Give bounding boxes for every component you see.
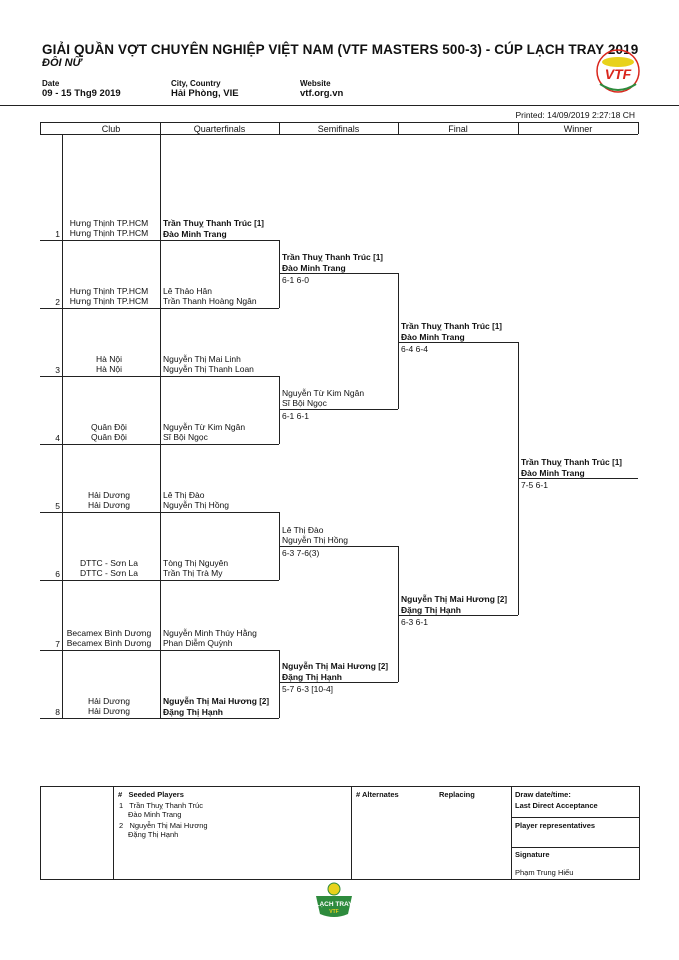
draw-number-5: 5 — [55, 501, 60, 511]
city-label: City, Country — [171, 79, 221, 88]
draw-number-8: 8 — [55, 707, 60, 717]
city-value: Hải Phòng, VIE — [171, 88, 239, 99]
column-header-quarterfinals: Quarterfinals — [193, 124, 246, 134]
draw-date-label: Draw date/time: — [515, 790, 571, 799]
date-value: 09 - 15 Thg9 2019 — [42, 88, 121, 99]
draw-number-7: 7 — [55, 639, 60, 649]
vtf-logo-ball — [602, 57, 634, 67]
sf-team-3[interactable]: Lê Thị Đào Nguyễn Thị Hồng — [282, 525, 348, 545]
logo-shield-shape — [316, 896, 352, 917]
header-bottom-border — [40, 134, 638, 135]
draw-number-6: 6 — [55, 569, 60, 579]
website-label: Website — [300, 79, 331, 88]
replacing-header: Replacing — [439, 790, 475, 799]
vtf-logo-text: VTF — [605, 66, 632, 82]
qf-team-1[interactable]: Trần Thuỵ Thanh Trúc [1]Đào Minh Trang — [163, 218, 264, 239]
vtf-logo: VTF — [596, 49, 640, 93]
website-value[interactable]: vtf.org.vn — [300, 88, 344, 99]
seeded-player-1: 1 Trần Thuỵ Thanh Trúc — [119, 801, 203, 810]
column-header-semifinals: Semifinals — [317, 124, 360, 134]
sf-team-4[interactable]: Nguyễn Thị Mai Hương [2] Đặng Thị Hạnh — [282, 661, 389, 682]
seeded-player-1-partner: Đào Minh Trang — [128, 810, 182, 819]
vtf-logo-ring — [596, 49, 640, 93]
alternates-header: # Alternates — [356, 790, 399, 799]
page-title: GIẢI QUẦN VỢT CHUYÊN NGHIỆP VIỆT NAM (VT… — [42, 42, 639, 57]
sf-team-1[interactable]: Trần Thuỵ Thanh Trúc [1] Đào Minh Trang — [282, 252, 383, 273]
column-header-final: Final — [448, 124, 468, 134]
table-top-border — [40, 122, 638, 123]
draw-number-2: 2 — [55, 297, 60, 307]
sf-score-1: 6-1 6-0 — [282, 275, 309, 285]
page-subtitle: ĐÔI NỮ — [42, 57, 82, 69]
sf-score-2: 6-1 6-1 — [282, 411, 309, 421]
lach-tray-logo: LẠCH TRAY VTF — [316, 882, 354, 917]
last-direct-acceptance-label: Last Direct Acceptance — [515, 801, 598, 810]
sf-score-4: 5-7 6-3 [10-4] — [282, 684, 334, 694]
logo-subtext: VTF — [329, 909, 338, 915]
seeded-player-2: 2 Nguyễn Thị Mai Hương — [119, 821, 208, 830]
qf-team-8[interactable]: Nguyễn Thị Mai Hương [2]Đặng Thị Hạnh — [163, 696, 270, 717]
winner-team[interactable]: Trần Thuỵ Thanh Trúc [1] Đào Minh Trang — [521, 457, 622, 478]
final-team-2[interactable]: Nguyễn Thị Mai Hương [2] Đặng Thị Hạnh — [401, 594, 508, 615]
draw-number-1: 1 — [55, 229, 60, 239]
tennis-ball-icon — [327, 882, 341, 896]
draw-number-3: 3 — [55, 365, 60, 375]
final-score-2: 6-3 6-1 — [401, 617, 428, 627]
footer-panel: # Seeded Players 1 Trần Thuỵ Thanh Trúc … — [40, 786, 640, 880]
sf-score-3: 6-3 7-6(3) — [282, 548, 320, 558]
seeded-player-2-partner: Đặng Thị Hạnh — [128, 830, 179, 839]
player-representatives-label: Player representatives — [515, 821, 596, 830]
logo-text: LẠCH TRAY — [316, 901, 354, 908]
final-team-1[interactable]: Trần Thuỵ Thanh Trúc [1] Đào Minh Trang — [401, 321, 502, 342]
club-column-right-border — [160, 134, 161, 718]
column-header-winner: Winner — [563, 124, 593, 134]
printed-timestamp: Printed: 14/09/2019 2:27:18 CH — [515, 110, 635, 120]
vtf-logo-swoosh — [599, 83, 637, 91]
signature-label: Signature — [515, 850, 550, 859]
seeded-header: # Seeded Players — [118, 790, 184, 799]
signer-name: Phạm Trung Hiếu — [515, 868, 574, 877]
header-divider — [0, 105, 679, 106]
date-label: Date — [42, 79, 60, 88]
winner-score: 7-5 6-1 — [521, 480, 548, 490]
draw-number-4: 4 — [55, 433, 60, 443]
final-score-1: 6-4 6-4 — [401, 344, 428, 354]
column-header-club: Club — [101, 124, 121, 134]
club-column-left-border — [62, 134, 63, 718]
sf-team-2[interactable]: Nguyễn Từ Kim Ngân Sĩ Bội Ngọc — [282, 388, 365, 408]
